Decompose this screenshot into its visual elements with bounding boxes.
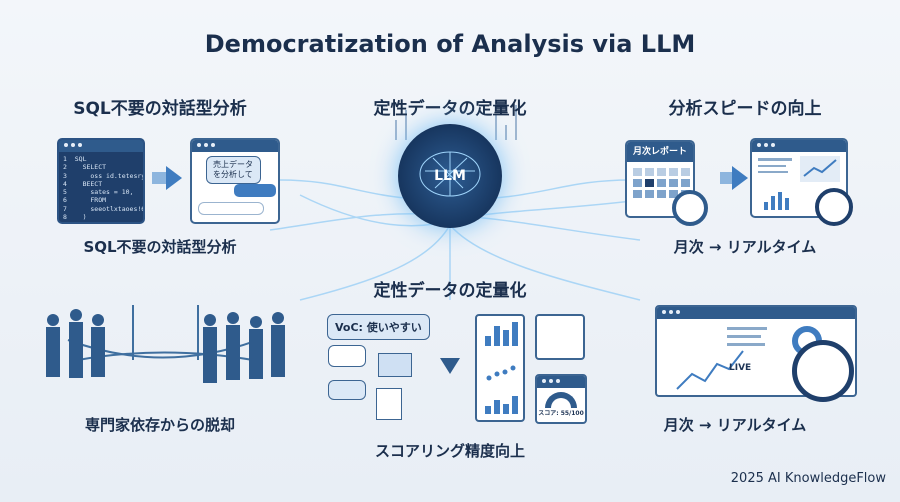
sql-caption: SQL不要の対話型分析 — [83, 238, 237, 256]
scatter-chart — [535, 314, 585, 360]
experts-bridge-illustration — [46, 305, 285, 383]
code-line: 2 SELECT — [63, 163, 107, 172]
realtime-caption: 月次 → リアルタイム — [663, 416, 807, 434]
qual-heading: 定性データの定量化 — [373, 281, 527, 301]
stopwatch-icon — [815, 188, 853, 226]
speed-caption: 月次 → リアルタイム — [673, 238, 817, 256]
score-text: スコア: 55/100 — [538, 410, 584, 417]
chat-prompt-bubble: 売上データを分析して — [206, 156, 261, 184]
llm-brain: LLM — [398, 124, 502, 228]
chat-input — [198, 202, 264, 215]
comment-bubble-icon — [328, 345, 366, 367]
score-gauge: スコア: 55/100 — [535, 374, 587, 424]
code-line: 6 FROM — [63, 196, 107, 205]
code-line: 7 seeotlxtaoes!69 — [63, 204, 145, 213]
sql-heading: SQL不要の対話型分析 — [73, 99, 247, 119]
voc-bubble: VoC: 使いやすい — [327, 314, 430, 340]
charts-panel — [475, 314, 525, 422]
footer-credit: 2025 AI KnowledgeFlow — [730, 471, 886, 486]
qual-caption: スコアリング精度向上 — [374, 442, 525, 460]
code-line: 9 FROM — [63, 221, 139, 222]
stopwatch-icon — [792, 340, 854, 402]
arrow-right-icon — [732, 166, 748, 190]
page-title: Democratization of Analysis via LLM — [204, 30, 696, 58]
arrow-shaft — [152, 172, 166, 184]
dashboard-charts — [758, 156, 840, 210]
speed-heading: 分析スピードの向上 — [668, 99, 822, 119]
experts-caption: 専門家依存からの脱却 — [84, 416, 235, 434]
arrow-shaft — [720, 172, 734, 184]
chat-window: 売上データを分析して — [190, 138, 280, 224]
clock-icon — [672, 190, 708, 226]
brain-icon — [419, 151, 481, 197]
center-heading: 定性データの定量化 — [373, 99, 527, 119]
code-line: 3 oss id.tetesry; — [63, 171, 145, 180]
chat-response-bubble — [234, 184, 276, 197]
calendar-label: 月次レポート — [627, 142, 693, 162]
people-group — [46, 309, 285, 383]
document-icon — [376, 388, 402, 420]
code-line: 5 sates = 10, — [63, 188, 134, 197]
funnel-icon — [440, 358, 460, 374]
code-line: 4 BEECT — [63, 179, 103, 188]
comment-bubble-icon — [328, 380, 366, 400]
code-line: 8 ) — [63, 213, 87, 222]
llm-label: LLM — [434, 168, 466, 184]
gauge-icon — [545, 392, 577, 408]
code-line: 1 SQL — [63, 155, 87, 163]
arrow-right-icon — [166, 166, 182, 190]
charts-panel-graphics — [485, 322, 518, 414]
envelope-icon — [378, 353, 412, 377]
live-label: LIVE — [729, 363, 752, 373]
